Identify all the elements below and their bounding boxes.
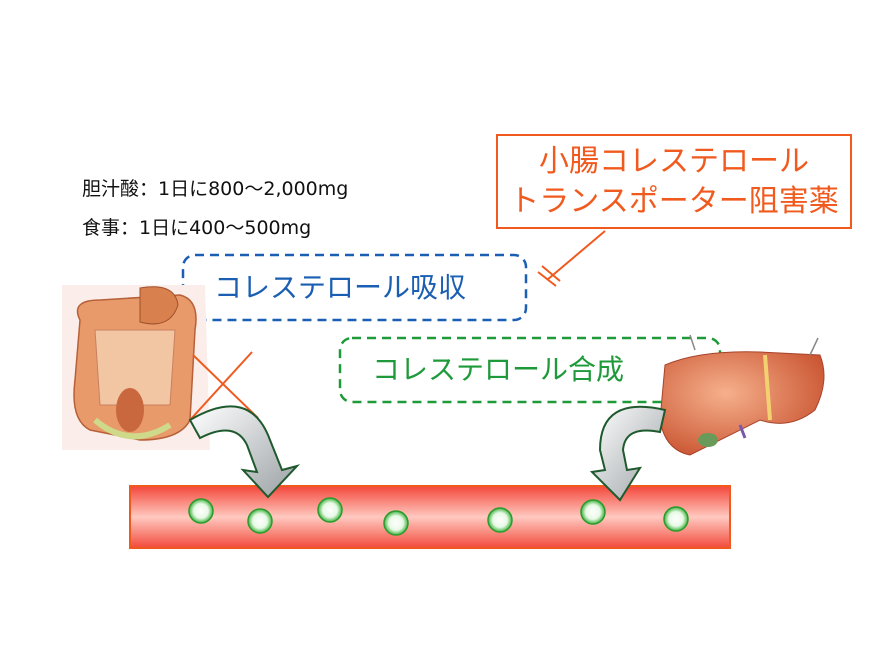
drug-name-line1: 小腸コレステロール <box>539 144 809 179</box>
blood-vessel <box>129 485 731 549</box>
diet-amount: 食事：1日に400～500mg <box>82 217 312 239</box>
cholesterol-particle <box>383 510 409 536</box>
liver-illustration <box>659 334 825 456</box>
cholesterol-particle <box>317 497 343 523</box>
synthesis-arrow <box>589 405 667 502</box>
bile-acid-amount: 胆汁酸：1日に800～2,000mg <box>82 178 349 200</box>
cholesterol-particle <box>663 506 689 532</box>
absorption-arrow <box>188 405 301 499</box>
cholesterol-particles <box>188 497 689 536</box>
cholesterol-particle <box>247 508 273 534</box>
cholesterol-particle <box>580 499 606 525</box>
cholesterol-particle <box>188 498 214 524</box>
synthesis-label: コレステロール合成 <box>372 353 625 386</box>
drug-name-line2: トランスポーター阻害薬 <box>509 184 839 219</box>
cholesterol-particle <box>487 507 513 533</box>
inhibition-line <box>537 230 606 287</box>
absorption-label: コレステロール吸収 <box>214 271 467 304</box>
drug-box: 小腸コレステロール トランスポーター阻害薬 <box>496 134 852 229</box>
small-intestine-illustration <box>62 285 210 450</box>
block-x-mark <box>189 351 259 421</box>
